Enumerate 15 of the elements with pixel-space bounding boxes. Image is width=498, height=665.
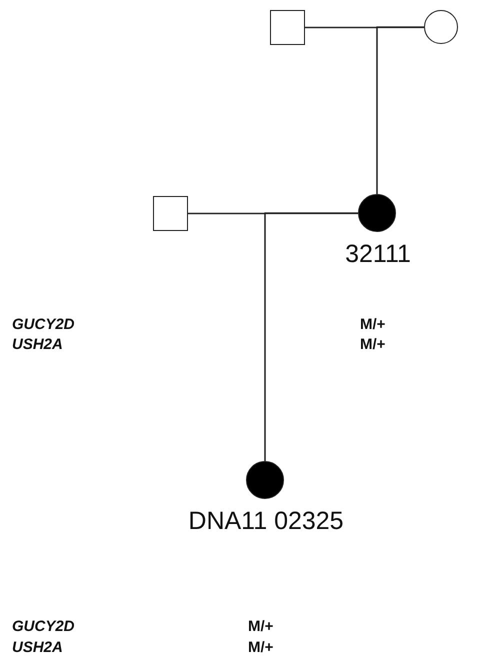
genotype-label: M/+ <box>360 316 386 334</box>
male-symbol <box>270 10 305 45</box>
genotype-label: M/+ <box>248 639 274 657</box>
gene-name: GUCY2D <box>12 316 75 334</box>
gene-name: GUCY2D <box>12 618 75 636</box>
pedigree-line <box>376 26 424 194</box>
sample-id: 32111 <box>344 239 412 270</box>
gene-name: USH2A <box>12 336 63 354</box>
pedigree-line <box>264 212 358 461</box>
female-symbol <box>424 10 458 44</box>
male-symbol <box>153 196 188 231</box>
genotype-label: M/+ <box>360 336 386 354</box>
sample-id: DNA11 02325 <box>187 506 345 537</box>
genotype-label: M/+ <box>248 618 274 636</box>
gene-name: USH2A <box>12 639 63 657</box>
